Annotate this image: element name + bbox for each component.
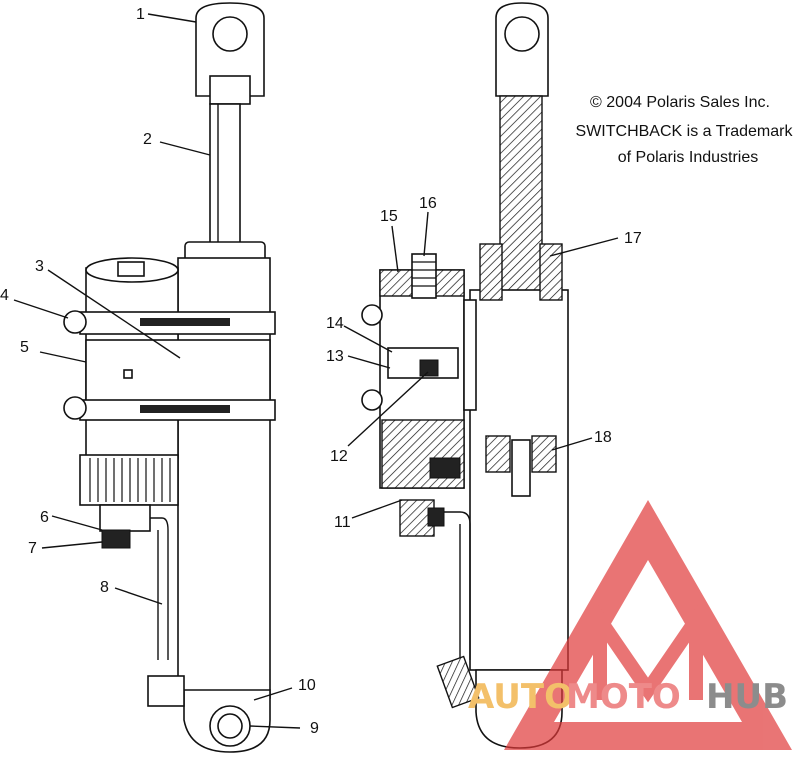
trademark-text-line2: of Polaris Industries: [618, 149, 759, 166]
callout-3: 3: [35, 258, 44, 275]
watermark-m-icon: [593, 597, 703, 703]
callout-10: 10: [298, 677, 316, 694]
callout-6: 6: [40, 509, 49, 526]
callout-8: 8: [100, 579, 109, 596]
copyright-text: © 2004 Polaris Sales Inc.: [590, 94, 770, 111]
watermark-logo: [504, 500, 792, 750]
copyright-notes: © 2004 Polaris Sales Inc. SWITCHBACK is …: [576, 94, 794, 166]
cutaway-cap: [411, 253, 437, 299]
right-shock-cutaway: [361, 2, 569, 749]
callout-7: 7: [28, 540, 37, 557]
callout-4: 4: [0, 287, 9, 304]
callout-2: 2: [143, 131, 152, 148]
fitting-7: [101, 529, 131, 549]
callout-labels: 1 2 3 4 5 6 7 8 9 10 11 12 13 14 15 16 1…: [0, 6, 642, 737]
callout-14: 14: [326, 315, 344, 332]
callout-16: 16: [419, 195, 437, 212]
left-shock-exterior: [63, 2, 276, 753]
callout-9: 9: [310, 720, 319, 737]
callout-17: 17: [624, 230, 642, 247]
callout-12: 12: [330, 448, 348, 465]
clamp-bolt-bottom: [63, 396, 87, 420]
watermark-triangle-icon: [504, 500, 792, 750]
callout-11: 11: [334, 514, 351, 531]
callout-13: 13: [326, 348, 344, 365]
callout-18: 18: [594, 429, 612, 446]
adjuster-knob: [79, 454, 179, 506]
fitting-6: [99, 504, 151, 532]
clamp-bolt-top: [63, 310, 87, 334]
watermark-auto: AUTO: [468, 677, 573, 717]
callout-1: 1: [136, 6, 145, 23]
callout-5: 5: [20, 339, 29, 356]
callout-15: 15: [380, 208, 398, 225]
watermark-text: AUTO MOTO HUB: [468, 677, 788, 717]
watermark-moto: MOTO: [566, 677, 681, 717]
trademark-text-line1: SWITCHBACK is a Trademark: [576, 123, 794, 140]
leader-lines: [13, 13, 619, 729]
top-eyelet-hole: [212, 16, 248, 52]
reservoir-cap: [117, 261, 145, 277]
eyelet-collar: [209, 75, 251, 105]
bottom-fitting: [147, 675, 185, 707]
shaft: [209, 103, 241, 247]
watermark-hub: HUB: [706, 677, 788, 717]
